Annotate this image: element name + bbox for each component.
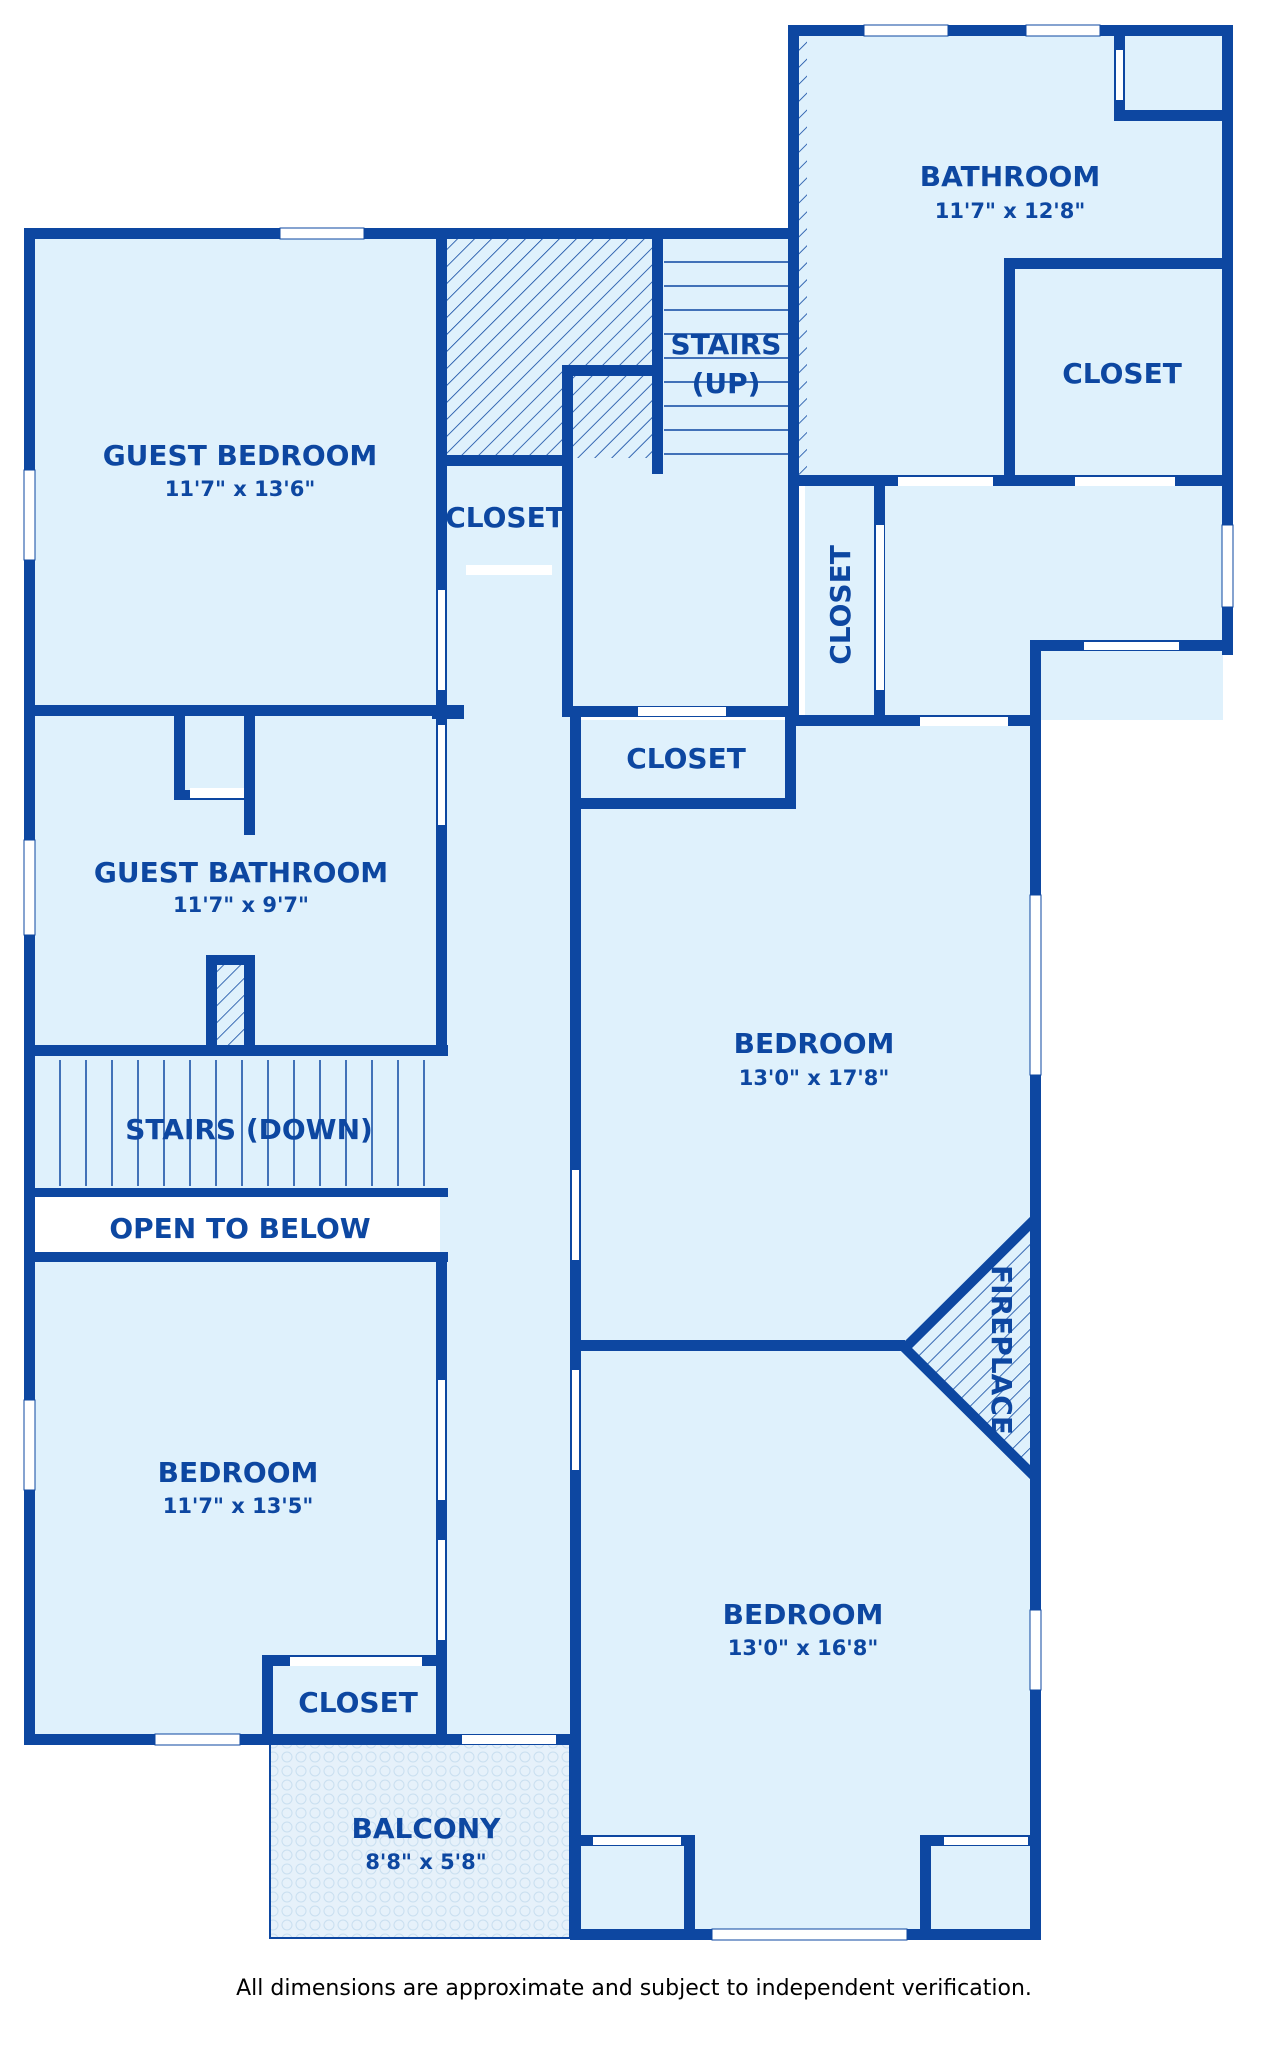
bedroom-east-floor <box>580 720 1036 1344</box>
room-dim-guest-bedroom: 11'7" x 13'6" <box>165 477 316 501</box>
stairs-down-floor <box>26 1050 446 1190</box>
room-label-stairs-up-1: STAIRS <box>671 328 782 361</box>
room-dim-bedroom-southeast: 13'0" x 16'8" <box>728 1636 879 1660</box>
window <box>1029 1609 1042 1691</box>
east-hall-floor <box>805 480 1223 720</box>
window <box>154 1733 241 1746</box>
room-dim-bedroom-west: 11'7" x 13'5" <box>163 1494 314 1518</box>
window <box>279 227 365 240</box>
room-label-guest-bedroom: GUEST BEDROOM <box>103 439 378 472</box>
room-label-bedroom-southeast: BEDROOM <box>723 1598 884 1631</box>
room-label-balcony: BALCONY <box>352 1812 502 1845</box>
room-label-closet-hall-middle: CLOSET <box>626 742 746 775</box>
window <box>23 839 36 936</box>
window <box>1221 524 1234 608</box>
room-label-closet-vertical: CLOSET <box>824 545 857 665</box>
window <box>711 1928 908 1941</box>
walls <box>24 25 1233 1940</box>
stair-rail-hatch <box>797 35 807 475</box>
guest-bedroom-floor <box>26 233 440 710</box>
window <box>1029 894 1042 1076</box>
room-label-closet-south: CLOSET <box>298 1686 418 1719</box>
hallway-floor <box>440 370 575 1736</box>
room-label-open-to-below: OPEN TO BELOW <box>109 1212 370 1245</box>
room-label-stairs-up-2: (UP) <box>692 367 761 400</box>
room-dim-balcony: 8'8" x 5'8" <box>365 1850 486 1874</box>
balcony-floor <box>269 1743 571 1939</box>
room-label-guest-bathroom: GUEST BATHROOM <box>94 856 388 889</box>
room-label-stairs-down: STAIRS (DOWN) <box>125 1113 373 1146</box>
doors <box>190 50 1179 1845</box>
window <box>863 24 949 37</box>
stairs-down-treads <box>59 1060 425 1186</box>
room-label-bedroom-west: BEDROOM <box>158 1456 319 1489</box>
window <box>1025 24 1101 37</box>
room-dim-bedroom-east: 13'0" x 17'8" <box>739 1066 890 1090</box>
bedroom-southeast-floor <box>580 1344 1036 1930</box>
room-label-bathroom: BATHROOM <box>920 160 1100 193</box>
open-to-below-area <box>34 1197 440 1253</box>
windows <box>23 24 1234 1941</box>
window <box>23 469 36 561</box>
storage-hatched <box>446 238 654 458</box>
room-label-bath-closet: CLOSET <box>1062 357 1182 390</box>
stairs-up-floor <box>660 238 790 470</box>
room-label-fireplace: FIREPLACE <box>985 1265 1018 1435</box>
room-label-closet-hall-north: CLOSET <box>445 501 565 534</box>
room-label-bedroom-east: BEDROOM <box>734 1027 895 1060</box>
stairs-up-treads <box>664 261 788 455</box>
disclaimer: All dimensions are approximate and subje… <box>236 1976 1032 2001</box>
window <box>23 1399 36 1491</box>
fireplace-hatch <box>905 1218 1036 1478</box>
room-floors <box>26 30 1223 1939</box>
room-dim-guest-bathroom: 11'7" x 9'7" <box>173 893 309 917</box>
room-dim-bathroom: 11'7" x 12'8" <box>935 199 1086 223</box>
